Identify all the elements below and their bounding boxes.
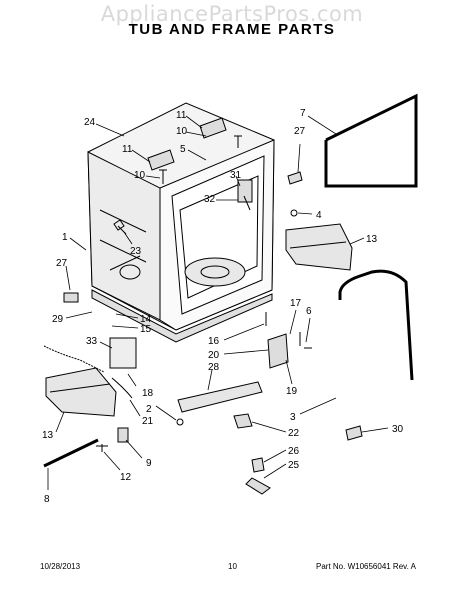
mount-bracket	[267, 333, 289, 369]
callout-13b: 13	[366, 234, 378, 245]
callout-13a: 13	[42, 430, 54, 441]
tub-vent-hole	[119, 264, 141, 280]
callout-4: 4	[316, 210, 322, 221]
callout-24: 24	[84, 117, 96, 128]
callout-27b: 27	[294, 126, 306, 137]
callout-19: 19	[286, 386, 298, 397]
callout-30: 30	[392, 424, 404, 435]
callout-31: 31	[230, 170, 242, 181]
callout-17: 17	[290, 298, 302, 309]
callout-10b: 10	[134, 170, 146, 181]
callout-33: 33	[86, 336, 98, 347]
cover-plate	[109, 337, 137, 369]
tub-gasket	[338, 269, 414, 381]
clip-22	[233, 413, 253, 429]
callout-25: 25	[288, 460, 300, 471]
callout-22: 22	[288, 428, 300, 439]
side-insulation-left	[45, 367, 117, 417]
callout-5: 5	[180, 144, 186, 155]
callout-16: 16	[208, 336, 220, 347]
callout-9: 9	[146, 458, 152, 469]
callout-26: 26	[288, 446, 300, 457]
callout-20: 20	[208, 350, 220, 361]
callout-32: 32	[204, 194, 216, 205]
footer-page: 10	[228, 562, 237, 571]
callout-23: 23	[130, 246, 142, 257]
callout-27a: 27	[56, 258, 68, 269]
top-bracket-right	[199, 117, 227, 139]
callout-21: 21	[142, 416, 154, 427]
callout-12: 12	[120, 472, 132, 483]
callout-10a: 10	[176, 126, 188, 137]
page-title: TUB AND FRAME PARTS	[128, 21, 336, 38]
toe-bracket	[177, 381, 263, 413]
callout-7: 7	[300, 108, 306, 119]
callout-29: 29	[52, 314, 64, 325]
callout-28: 28	[208, 362, 220, 373]
callout-14: 14	[140, 314, 152, 325]
callout-8: 8	[44, 494, 50, 505]
watermark: AppliancePartsPros.com	[100, 2, 364, 26]
footer-part-no: Part No. W10656041 Rev. A	[316, 562, 416, 571]
callout-2: 2	[146, 404, 152, 415]
callout-11a: 11	[176, 110, 187, 121]
footer-date: 10/28/2013	[40, 562, 81, 571]
callout-3: 3	[290, 412, 296, 423]
leveling-leg	[251, 457, 265, 473]
callout-11b: 11	[122, 144, 133, 155]
clip-30	[345, 425, 363, 441]
callout-15: 15	[140, 324, 152, 335]
top-bracket-left	[147, 149, 175, 171]
door-gasket	[324, 93, 418, 188]
callout-6: 6	[306, 306, 312, 317]
tub-sump	[184, 257, 246, 287]
side-insulation-right	[285, 223, 353, 271]
callout-1: 1	[62, 232, 68, 243]
callout-18: 18	[142, 388, 154, 399]
